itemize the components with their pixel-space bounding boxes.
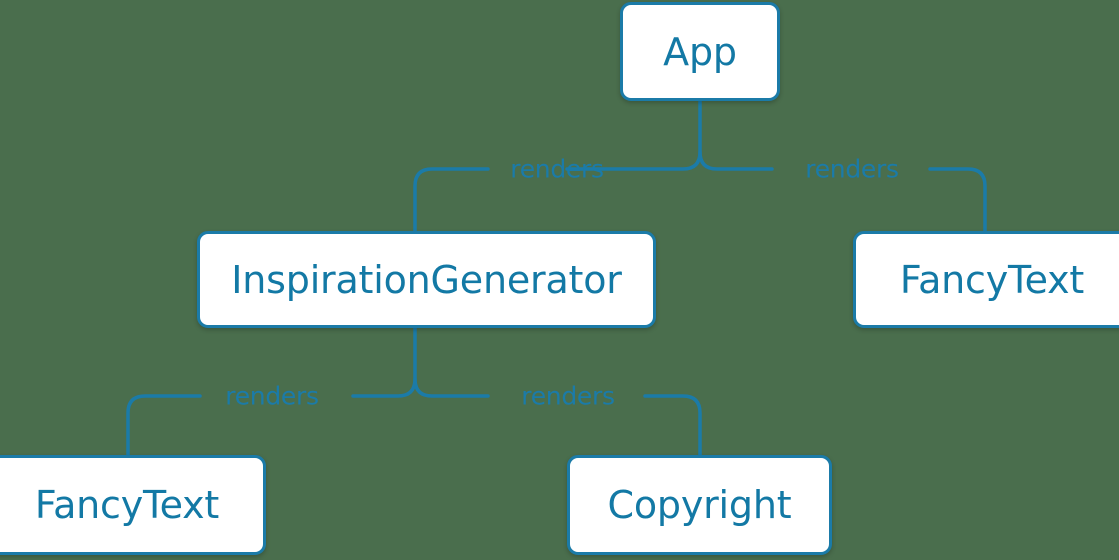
edge-app-to-fancytext-right-tail bbox=[928, 167, 987, 233]
node-inspiration-generator-label: InspirationGenerator bbox=[231, 257, 622, 302]
node-fancytext-left-label: FancyText bbox=[34, 483, 220, 527]
edge-label-inspiration-to-fancytext-left: renders bbox=[225, 381, 319, 411]
edge-inspiration-to-fancytext-left-tail bbox=[126, 394, 202, 457]
node-app-label: App bbox=[663, 29, 737, 74]
node-copyright[interactable]: Copyright bbox=[567, 455, 832, 555]
edge-inspiration-to-copyright-tail bbox=[643, 394, 702, 457]
edge-inspiration-to-fancytext-left-head bbox=[351, 326, 417, 398]
edge-app-to-fancytext-right-head bbox=[698, 150, 774, 171]
edge-app-to-inspiration-tail bbox=[413, 167, 490, 233]
node-copyright-label: Copyright bbox=[607, 483, 792, 527]
edge-label-inspiration-to-copyright: renders bbox=[521, 381, 615, 411]
edge-label-app-to-fancytext-right: renders bbox=[805, 154, 899, 184]
node-app[interactable]: App bbox=[620, 2, 780, 101]
node-inspiration-generator[interactable]: InspirationGenerator bbox=[197, 231, 656, 328]
edge-label-app-to-inspiration: renders bbox=[510, 154, 604, 184]
node-fancytext-left[interactable]: FancyText bbox=[0, 455, 266, 555]
node-fancytext-right-label: FancyText bbox=[899, 257, 1085, 302]
node-fancytext-right[interactable]: FancyText bbox=[853, 231, 1119, 328]
edge-inspiration-to-copyright-head bbox=[413, 377, 490, 398]
